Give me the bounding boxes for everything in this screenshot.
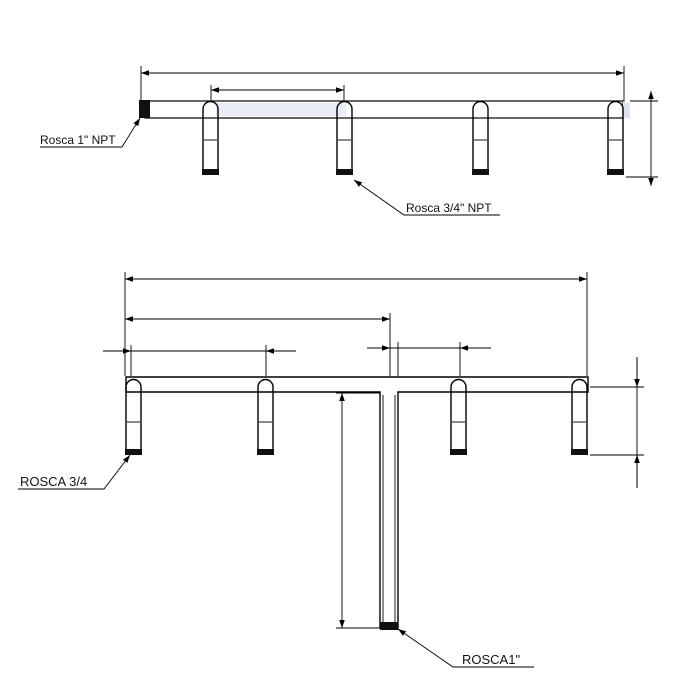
bottom-inlet-label: ROSCA1" [462,652,520,667]
top-view: Rosca 1" NPT Rosca 3/4" NPT [40,66,658,216]
bottom-outlet-leader [18,454,131,490]
top-outlet-1 [202,100,219,175]
bottom-inlet-thread [380,622,398,630]
bottom-outlet-4 [571,378,588,455]
top-pipe-end-shade [623,101,630,118]
top-outlet-label: Rosca 3/4" NPT [406,201,492,215]
top-inlet-leader [40,117,141,148]
top-outlet-4 [607,100,624,175]
top-outlet-leader [353,179,500,216]
top-outlet-3 [472,100,489,175]
bottom-outlet-2 [257,378,274,455]
top-pipe-highlight [216,103,346,116]
bottom-outlet-label: ROSCA 3/4 [20,474,87,489]
bottom-tee-pipe [125,376,589,629]
top-inlet-thread [139,100,150,118]
bottom-view: ROSCA 3/4 ROSCA1" [18,272,644,668]
bottom-outlet-3 [450,378,467,455]
top-inlet-label: Rosca 1" NPT [40,133,116,147]
top-outlet-2 [336,100,353,175]
bottom-outlet-1 [125,378,142,455]
bottom-inlet-leader [397,628,534,668]
